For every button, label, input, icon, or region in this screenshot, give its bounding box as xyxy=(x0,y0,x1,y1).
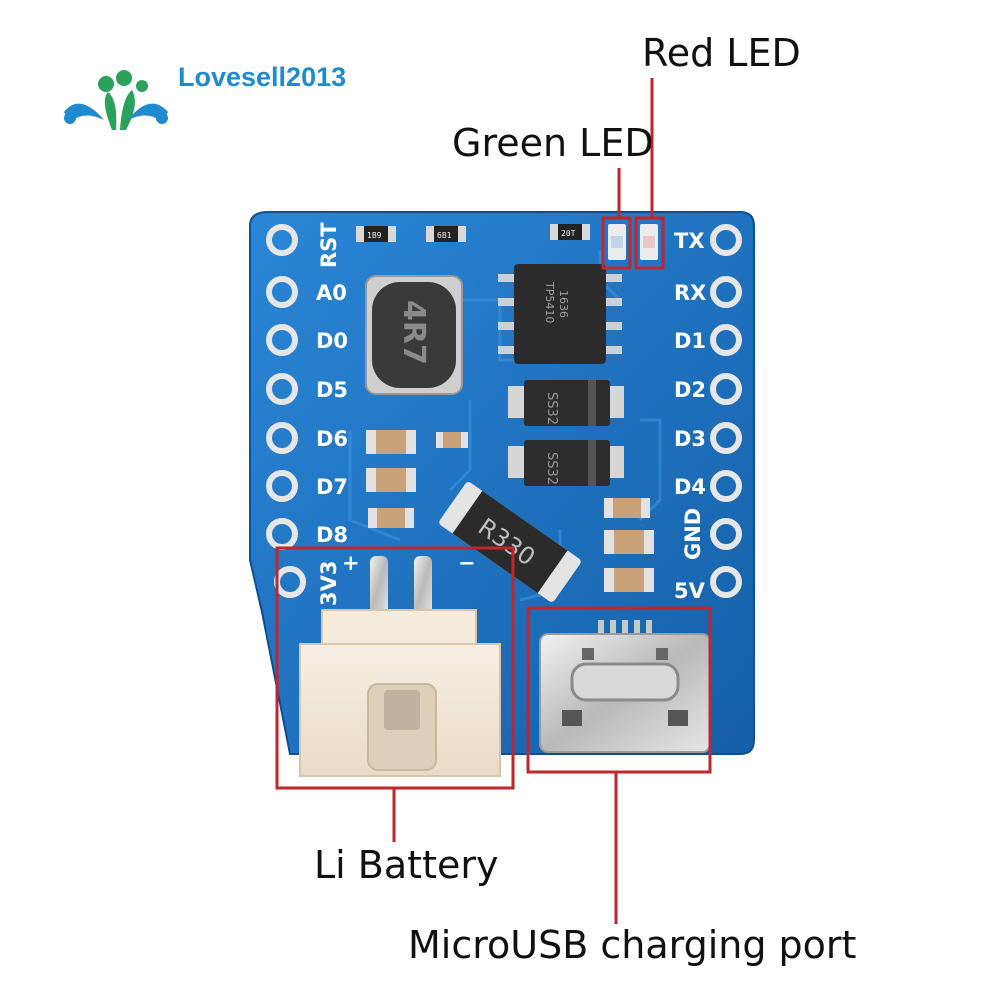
chip-mark-2: 1636 xyxy=(557,290,570,318)
pin-label-rx: RX xyxy=(674,281,706,305)
smd-capacitor xyxy=(604,498,650,518)
smd-capacitor-small xyxy=(436,432,468,448)
smd-capacitor xyxy=(368,508,414,528)
green-led-label: Green LED xyxy=(452,121,654,165)
battery-plus-label: + xyxy=(342,551,360,575)
li-battery-label: Li Battery xyxy=(314,843,499,887)
red-led xyxy=(640,224,658,260)
pin-label-tx: TX xyxy=(674,229,705,253)
brand-logo-icon xyxy=(64,70,168,130)
resistor-mark-3: 20T xyxy=(561,229,576,238)
microusb-label: MicroUSB charging port xyxy=(408,923,857,967)
battery-minus-label: − xyxy=(458,551,476,575)
pin-label-d5: D5 xyxy=(316,378,348,402)
resistor-mark-1: 1B9 xyxy=(367,231,382,240)
pin-label-rst: RST xyxy=(317,222,341,268)
battery-connector xyxy=(299,556,501,777)
green-led-highlight-box xyxy=(601,216,632,270)
pin-label-d6: D6 xyxy=(316,427,348,451)
red-led-label: Red LED xyxy=(642,31,801,75)
pin-label-d1: D1 xyxy=(674,329,706,353)
red-led-highlight-box xyxy=(634,216,665,270)
smd-resistor: 20T xyxy=(550,224,590,240)
inductor: 4R7 xyxy=(365,275,463,395)
pin-label-d3: D3 xyxy=(674,427,706,451)
smd-capacitor xyxy=(604,530,654,554)
diode-mark-1: SS32 xyxy=(544,392,559,425)
smd-capacitor xyxy=(366,468,416,492)
pin-label-d7: D7 xyxy=(316,475,348,499)
right-pin-header xyxy=(710,224,742,598)
pin-label-d4: D4 xyxy=(674,475,706,499)
smd-capacitor xyxy=(604,568,654,592)
charger-ic: TP5410 1636 xyxy=(498,264,622,364)
smd-capacitor xyxy=(366,430,416,454)
pin-label-gnd: GND xyxy=(681,508,705,560)
brand-name: Lovesell2013 xyxy=(178,62,347,92)
pin-label-d8: D8 xyxy=(316,523,348,547)
pin-label-d2: D2 xyxy=(674,378,706,402)
resistor-mark-2: 6B1 xyxy=(437,231,452,240)
schottky-diode: SS32 xyxy=(508,380,624,426)
pin-label-3v3: 3V3 xyxy=(317,561,341,606)
diode-mark-2: SS32 xyxy=(544,452,559,485)
smd-resistor: 6B1 xyxy=(426,226,466,242)
inductor-mark: 4R7 xyxy=(396,300,431,365)
pin-label-d0: D0 xyxy=(316,329,348,353)
green-led xyxy=(608,224,626,260)
microusb-port xyxy=(539,620,711,753)
microusb-highlight-box xyxy=(526,606,712,774)
schottky-diode: SS32 xyxy=(508,440,624,486)
chip-mark-1: TP5410 xyxy=(543,281,556,323)
pin-label-a0: A0 xyxy=(316,281,347,305)
pin-label-5v: 5V xyxy=(674,579,706,603)
smd-resistor: 1B9 xyxy=(356,226,396,242)
